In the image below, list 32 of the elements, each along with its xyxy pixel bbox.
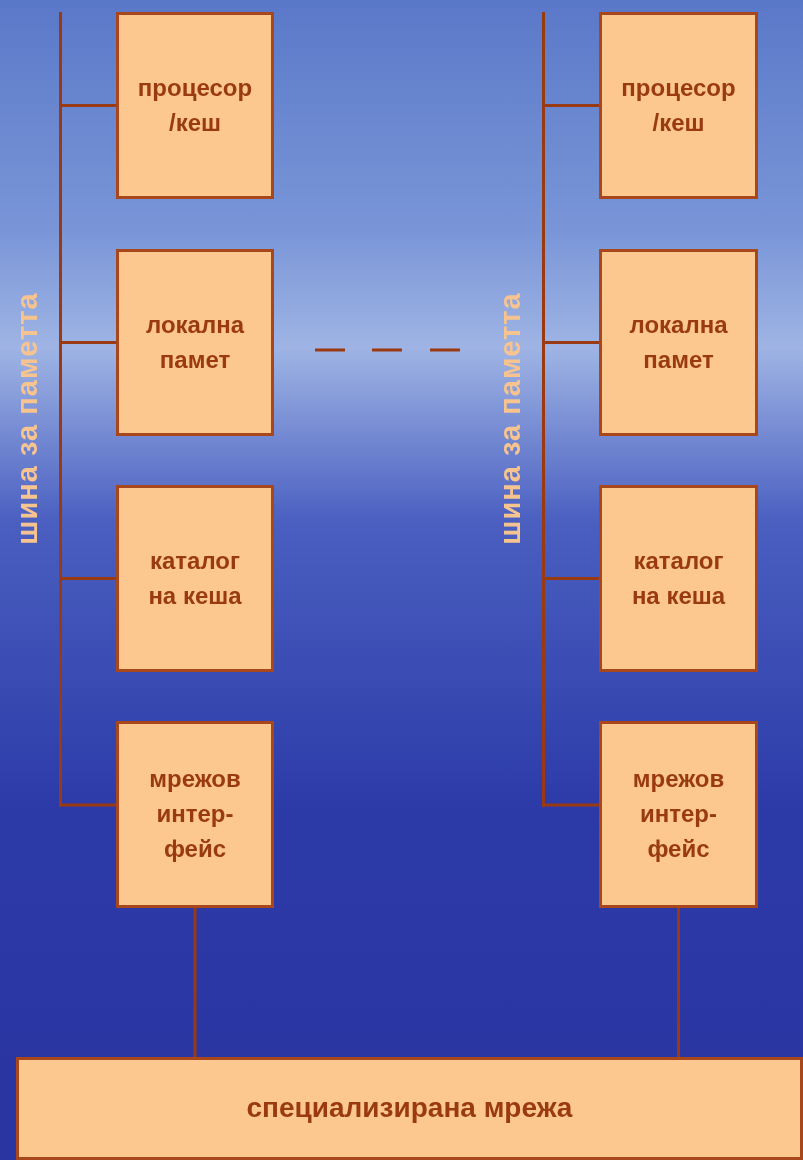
process-box [599, 249, 758, 436]
process-box [116, 721, 274, 908]
box-label: специализирана мрежа [246, 1091, 573, 1126]
process-box [599, 485, 758, 672]
bus-line [59, 12, 62, 807]
box-label: каталог на кеша [630, 545, 727, 611]
bus-label: шина за паметта [493, 291, 527, 545]
process-box [116, 485, 274, 672]
connector-line [62, 104, 116, 107]
process-box [599, 721, 758, 908]
connector-line [677, 908, 680, 1057]
box-label: мрежов интер- фейс [631, 764, 726, 864]
box-label: локална памет [628, 309, 729, 375]
connector-line [62, 341, 116, 344]
connector-line [545, 803, 599, 807]
process-box [116, 12, 274, 199]
connector-line [62, 577, 116, 580]
bus-line [542, 12, 545, 807]
connector-line [545, 577, 599, 580]
connector-line [545, 104, 599, 107]
connector-line [62, 803, 116, 807]
box-label: мрежов интер- фейс [148, 764, 242, 864]
process-box [116, 249, 274, 436]
box-label: каталог на кеша [147, 545, 243, 611]
process-box [599, 12, 758, 199]
bus-label: шина за паметта [10, 291, 44, 545]
box-label: процесор /кеш [136, 72, 254, 138]
connector-line [193, 908, 197, 1057]
process-box [16, 1057, 803, 1160]
box-label: локална памет [144, 309, 246, 375]
connector-line [545, 341, 599, 344]
box-label: процесор /кеш [620, 72, 737, 138]
